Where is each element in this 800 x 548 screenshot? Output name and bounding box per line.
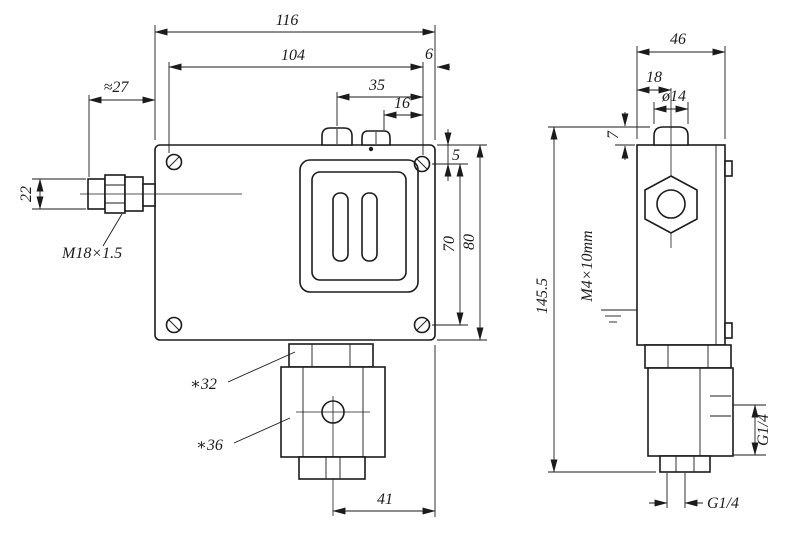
pressure-fittings-front — [280, 343, 386, 516]
side-body — [636, 88, 733, 346]
dim-27: ≈27 — [104, 79, 130, 96]
front-view: 116 104 6 35 16 ≈27 22 M18×1.5 — [18, 12, 487, 517]
label-gland-thread: M18×1.5 — [61, 245, 122, 262]
screw-dot — [368, 146, 374, 152]
dim-104: 104 — [281, 47, 305, 64]
dim-41: 41 — [377, 491, 393, 508]
dim-5: 5 — [452, 147, 460, 164]
dim-35: 35 — [368, 77, 385, 94]
label-side-port: G1/4 — [755, 414, 772, 446]
cable-gland — [80, 174, 242, 214]
label-terminal-screw: M4×10mm — [579, 230, 596, 302]
side-dimensions: 46 18 ø14 7 145.5 M4×10mm G1/4 G1/4 — [534, 31, 772, 512]
top-cover-screws — [321, 127, 391, 152]
terminal-cover-window — [299, 159, 419, 293]
label-hex-36: ∗36 — [196, 437, 223, 454]
dim-6: 6 — [425, 46, 433, 63]
dim-7: 7 — [605, 130, 622, 139]
dim-70: 70 — [441, 236, 458, 252]
label-hex-32: ∗32 — [190, 376, 217, 393]
dim-18: 18 — [646, 69, 662, 86]
dim-22: 22 — [18, 186, 35, 202]
dim-116: 116 — [276, 12, 299, 29]
dim-16: 16 — [394, 95, 410, 112]
dim-46: 46 — [670, 31, 686, 48]
dim-80: 80 — [461, 234, 478, 250]
pressure-fittings-side — [644, 344, 734, 473]
side-view: 46 18 ø14 7 145.5 M4×10mm G1/4 G1/4 — [534, 31, 772, 512]
label-bottom-port: G1/4 — [707, 495, 739, 512]
earth-terminal-symbol — [601, 309, 637, 323]
enclosure-body — [154, 144, 436, 341]
dim-dia14: ø14 — [661, 88, 686, 105]
dim-145-5: 145.5 — [534, 278, 551, 314]
front-dimensions: 116 104 6 35 16 ≈27 22 M18×1.5 — [18, 12, 487, 517]
